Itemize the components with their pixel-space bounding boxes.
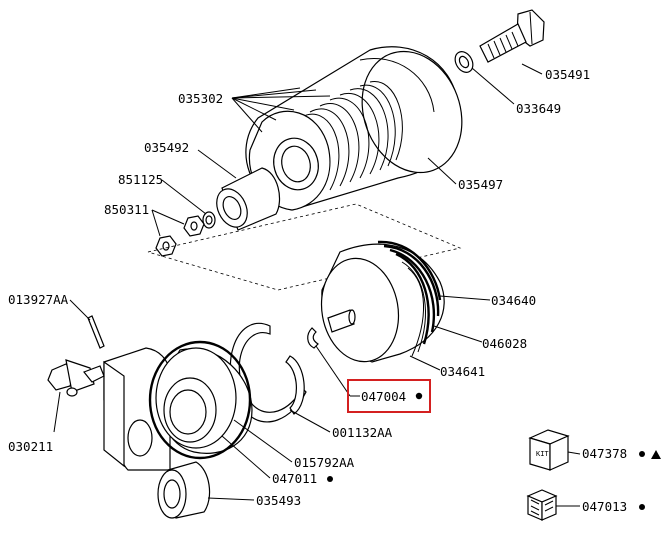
filled-circle-icon xyxy=(415,392,423,400)
label-047004: 047004 xyxy=(361,389,406,404)
bolt-part xyxy=(479,9,545,63)
label-033649: 033649 xyxy=(516,101,561,116)
label-035493: 035493 xyxy=(256,493,301,508)
cylinder-body-part xyxy=(103,340,253,471)
label-013927AA: 013927AA xyxy=(8,292,69,307)
seal-kit-icon xyxy=(526,489,558,521)
highlight-box xyxy=(347,379,431,413)
label-047011: 047011 xyxy=(272,471,317,486)
label-034640: 034640 xyxy=(491,293,536,308)
label-851125: 851125 xyxy=(118,172,163,187)
filled-circle-icon xyxy=(327,476,333,482)
bellows-housing-part xyxy=(245,46,463,211)
nut-part xyxy=(155,215,205,257)
label-034641: 034641 xyxy=(440,364,485,379)
small-retaining-ring-part xyxy=(307,327,319,349)
sleeve-part xyxy=(216,167,281,231)
leader-lines xyxy=(53,63,581,507)
bottom-sleeve-part xyxy=(157,461,211,519)
washer-part xyxy=(454,51,474,73)
filled-circle-icon xyxy=(639,504,645,510)
kit-box-icon: KIT xyxy=(528,429,570,471)
label-001132AA: 001132AA xyxy=(332,425,393,440)
label-047378: 047378 xyxy=(582,446,627,461)
small-washer-part xyxy=(202,211,216,229)
piston-part xyxy=(320,240,445,363)
label-850311: 850311 xyxy=(104,202,149,217)
filled-circle-icon xyxy=(639,451,645,457)
label-035497: 035497 xyxy=(458,177,503,192)
label-030211: 030211 xyxy=(8,439,53,454)
label-035492: 035492 xyxy=(144,140,189,155)
pin-part xyxy=(87,315,105,349)
fitting-part xyxy=(47,359,105,397)
kit-box-label: KIT xyxy=(536,450,549,458)
label-047013: 047013 xyxy=(582,499,627,514)
label-015792AA: 015792AA xyxy=(294,455,355,470)
highlighted-callout: 047004 xyxy=(347,379,431,413)
label-046028: 046028 xyxy=(482,336,527,351)
label-035491: 035491 xyxy=(545,67,590,82)
exploded-frame xyxy=(147,203,462,291)
label-035302: 035302 xyxy=(178,91,223,106)
filled-triangle-icon xyxy=(651,450,661,459)
